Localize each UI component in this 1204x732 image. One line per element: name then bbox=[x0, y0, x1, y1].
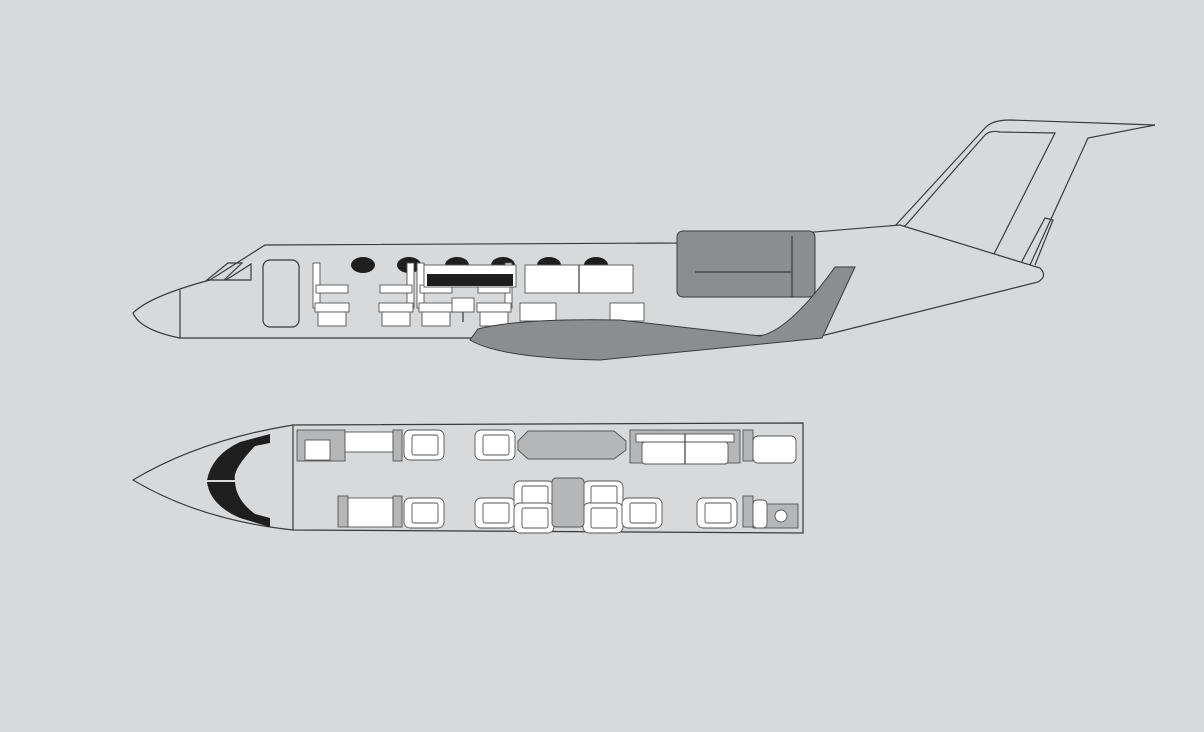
seat-base bbox=[317, 311, 347, 327]
rudder-line bbox=[1019, 217, 1054, 266]
armrest bbox=[315, 284, 349, 294]
credenza bbox=[347, 497, 394, 528]
seat bbox=[696, 497, 738, 529]
seat bbox=[621, 497, 663, 529]
seat-side bbox=[312, 262, 350, 327]
galley-counter bbox=[344, 431, 394, 453]
seat-cushion bbox=[411, 502, 439, 524]
wing bbox=[469, 266, 856, 361]
cabin-door bbox=[262, 259, 300, 328]
seat-base bbox=[381, 311, 411, 327]
top-cabin-furniture bbox=[296, 429, 799, 534]
dining-table bbox=[551, 477, 585, 528]
seat-side bbox=[378, 262, 415, 327]
seat-cushion bbox=[411, 434, 439, 456]
seat bbox=[474, 429, 516, 461]
seat-base bbox=[421, 311, 451, 327]
partition bbox=[392, 429, 403, 462]
seat bbox=[513, 502, 555, 534]
conference-table bbox=[517, 430, 627, 460]
aft-seat bbox=[752, 435, 797, 464]
seat-cushion bbox=[418, 302, 454, 313]
seat-cushion bbox=[521, 507, 549, 529]
credenza-panel bbox=[427, 274, 513, 286]
divan-end-seat bbox=[519, 302, 557, 322]
seat bbox=[582, 502, 624, 534]
seat-cushion bbox=[314, 302, 350, 313]
partition bbox=[392, 495, 403, 528]
seat-cushion bbox=[482, 434, 510, 456]
seat bbox=[403, 429, 445, 461]
seat bbox=[403, 497, 445, 529]
seat-side bbox=[416, 262, 454, 327]
seat-cushion bbox=[476, 302, 512, 313]
cockpit-windscreen bbox=[207, 434, 270, 527]
cockpit-windows bbox=[205, 262, 252, 281]
side-cabin-furniture bbox=[312, 262, 645, 327]
seat-cushion bbox=[629, 502, 657, 524]
lav-seat bbox=[752, 499, 768, 529]
cabinet-top bbox=[304, 439, 331, 461]
partition bbox=[742, 495, 754, 528]
toilet bbox=[774, 509, 788, 523]
top-cabin-plan-view bbox=[131, 422, 804, 534]
divan-end-seat bbox=[609, 302, 645, 322]
table bbox=[451, 297, 475, 313]
seat-cushion bbox=[590, 507, 618, 529]
window bbox=[351, 257, 375, 273]
armrest bbox=[379, 284, 413, 294]
seat-cushion bbox=[704, 502, 732, 524]
seat bbox=[474, 497, 516, 529]
partition bbox=[337, 495, 349, 528]
partition bbox=[742, 429, 754, 462]
seat-cushion bbox=[482, 502, 510, 524]
side-profile-view bbox=[132, 119, 1156, 361]
engine-nacelle bbox=[676, 230, 816, 298]
seat-cushion bbox=[378, 302, 414, 313]
